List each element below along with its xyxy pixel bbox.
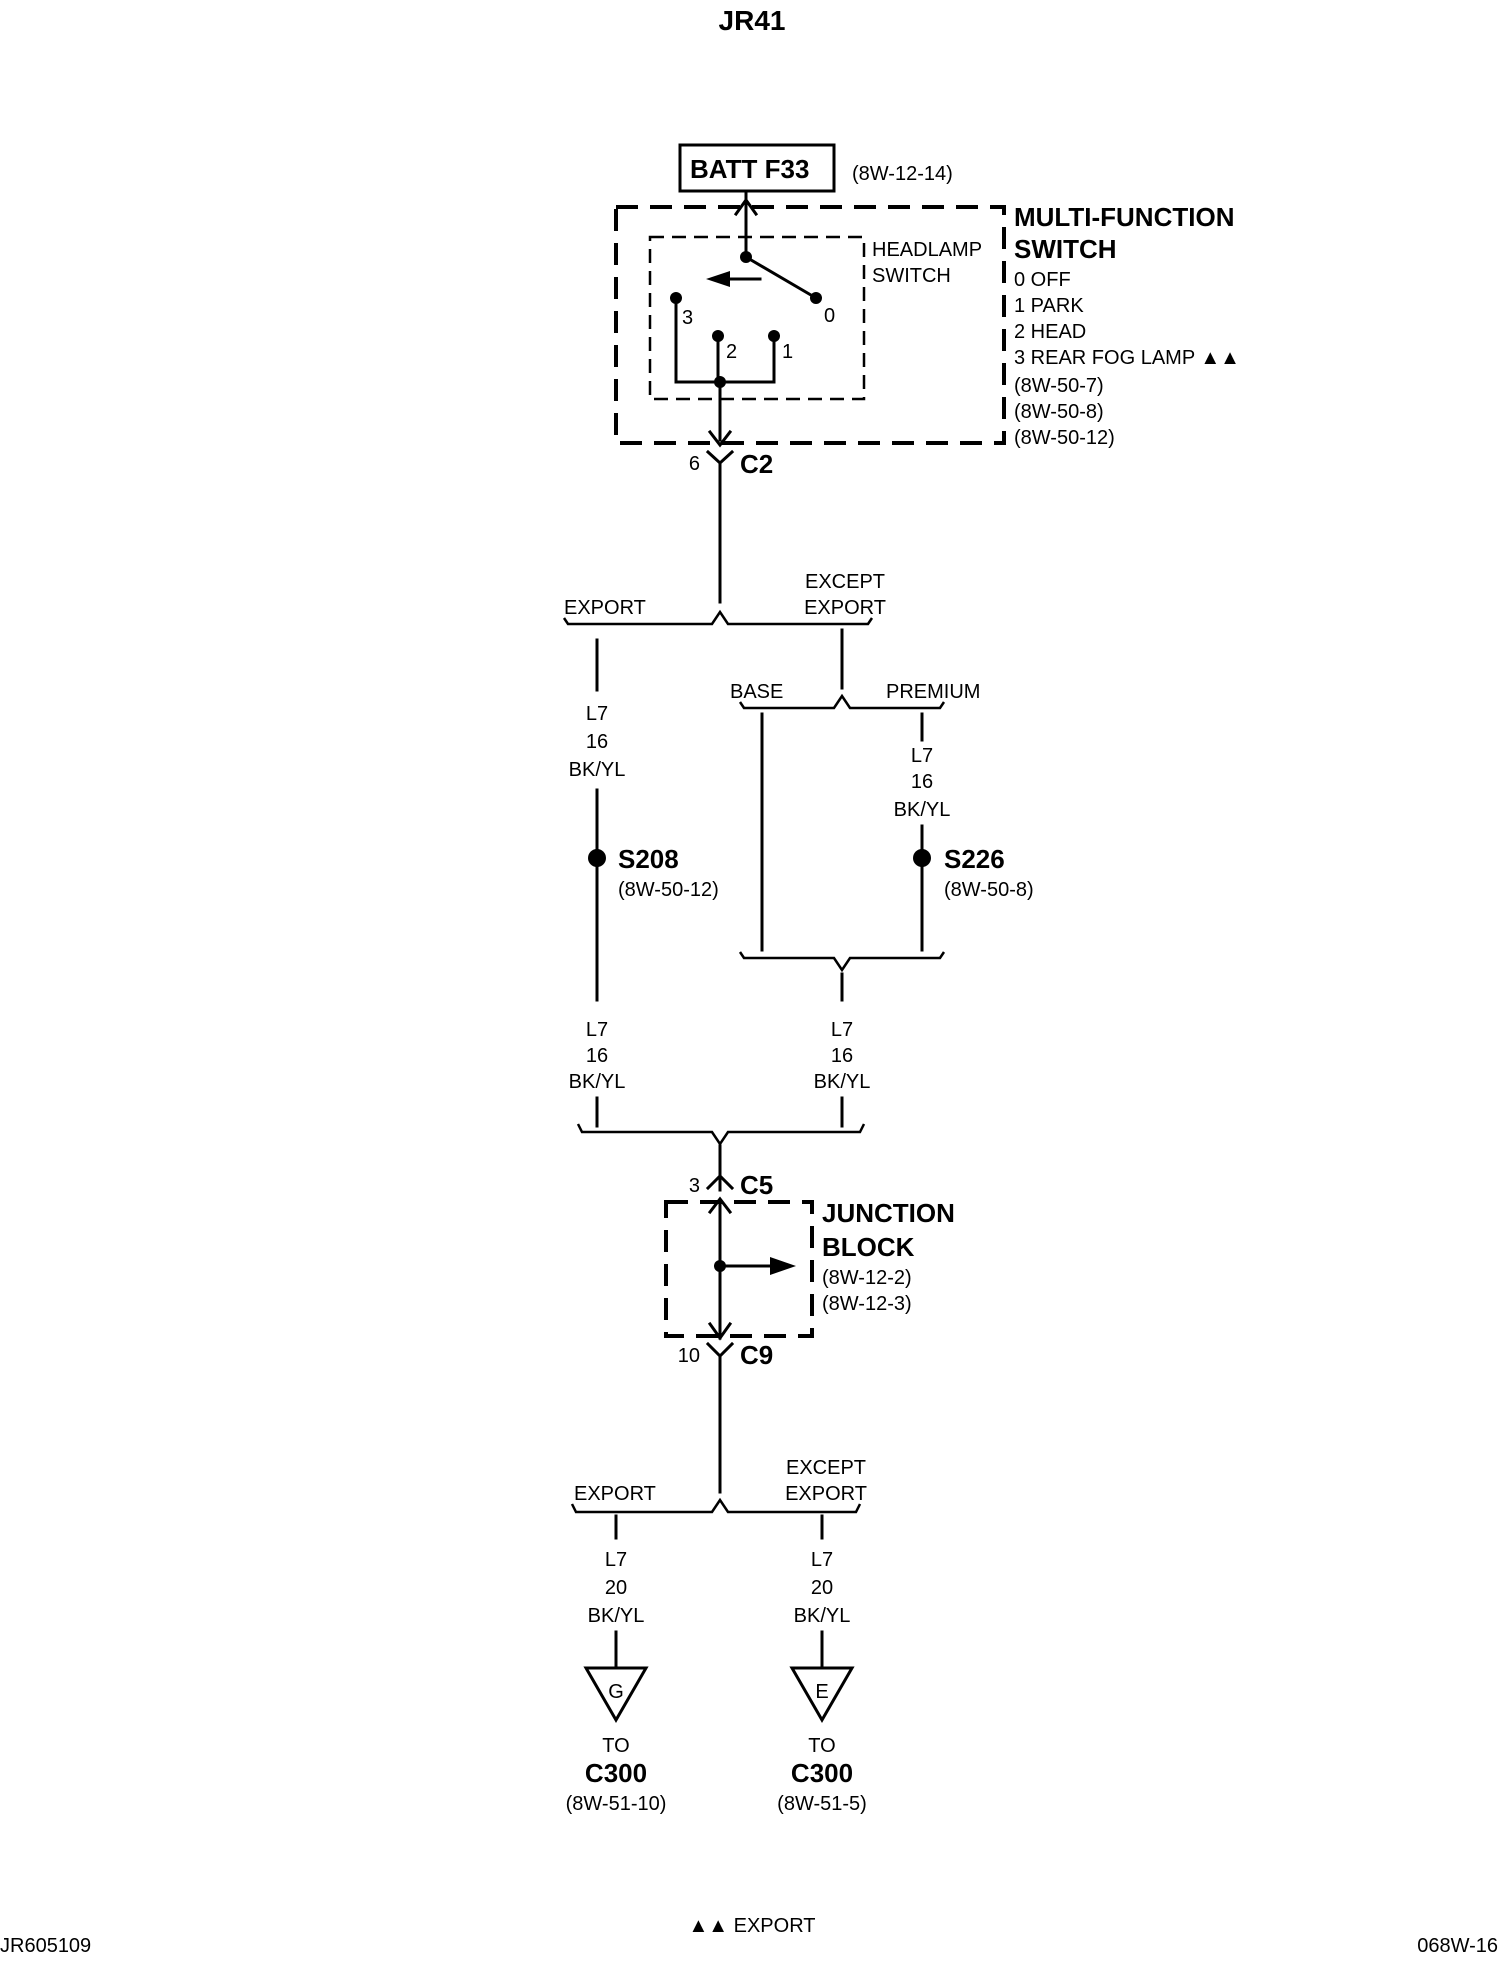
wire-gauge-except: 16 xyxy=(831,1045,853,1067)
destination-e-to: TO xyxy=(808,1735,835,1757)
c5-pin: 3 xyxy=(689,1175,700,1197)
multi-function-switch-outline xyxy=(614,205,1006,445)
junction-ref-2: (8W-12-3) xyxy=(822,1293,912,1315)
wire-circuit-lower-except: L7 xyxy=(811,1549,833,1571)
wire-circuit-export: L7 xyxy=(586,703,608,725)
switch-ref-2: (8W-50-8) xyxy=(1014,401,1104,423)
wire-color-export-2: BK/YL xyxy=(569,1071,626,1093)
wire-color-premium: BK/YL xyxy=(894,799,951,821)
c5-name: C5 xyxy=(740,1170,773,1200)
splice-s208-ref: (8W-50-12) xyxy=(618,879,719,901)
wire-color-export: BK/YL xyxy=(569,759,626,781)
upper-merge-bracket xyxy=(576,1123,866,1147)
switch-position-0: 0 OFF xyxy=(1014,269,1071,291)
c9-pin: 10 xyxy=(678,1345,700,1367)
wire-gauge-export-2: 16 xyxy=(586,1045,608,1067)
wire-circuit-premium: L7 xyxy=(911,745,933,767)
switch-pin-0: 0 xyxy=(824,305,835,327)
switch-name-line1: MULTI-FUNCTION xyxy=(1014,202,1234,232)
splice-s226-name: S226 xyxy=(944,844,1005,874)
wire-circuit-except: L7 xyxy=(831,1019,853,1041)
splice-s226-ref: (8W-50-8) xyxy=(944,879,1034,901)
destination-e-ref: (8W-51-5) xyxy=(777,1793,867,1815)
wire-color-except: BK/YL xyxy=(814,1071,871,1093)
base-premium-split-bracket xyxy=(738,693,946,710)
switch-ref-3: (8W-50-12) xyxy=(1014,427,1115,449)
c2-connector-symbol xyxy=(705,449,735,466)
junction-arrow-right xyxy=(770,1257,796,1275)
switch-pin-1: 1 xyxy=(782,341,793,363)
footer-center: ▲▲ EXPORT xyxy=(688,1915,815,1937)
headlamp-switch-label-2: SWITCH xyxy=(872,265,951,287)
branch-base: BASE xyxy=(730,681,783,703)
fuse-ref: (8W-12-14) xyxy=(852,163,953,185)
headlamp-switch-contacts xyxy=(670,189,822,388)
destination-e-letter: E xyxy=(815,1681,828,1703)
headlamp-switch-outline xyxy=(648,235,866,401)
splice-s208-name: S208 xyxy=(618,844,679,874)
page-title: JR41 xyxy=(719,5,786,36)
lower-split-bracket xyxy=(570,1497,862,1514)
wire-gauge-lower-export: 20 xyxy=(605,1577,627,1599)
destination-g-to: TO xyxy=(602,1735,629,1757)
switch-position-2: 2 HEAD xyxy=(1014,321,1086,343)
splice-s226 xyxy=(913,849,931,867)
footer-right: 068W-16 xyxy=(1417,1935,1498,1957)
branch-except-upper-1: EXCEPT xyxy=(805,571,885,593)
c9-name: C9 xyxy=(740,1340,773,1370)
wire-gauge-export: 16 xyxy=(586,731,608,753)
junction-arrow-down xyxy=(707,1321,733,1341)
upper-split-bracket xyxy=(562,609,874,626)
branch-export-lower: EXPORT xyxy=(574,1483,656,1505)
headlamp-switch-label-1: HEADLAMP xyxy=(872,239,982,261)
junction-name-1: JUNCTION xyxy=(822,1198,955,1228)
c9-connector-symbol xyxy=(705,1341,735,1359)
branch-premium: PREMIUM xyxy=(886,681,980,703)
footer-left: JR605109 xyxy=(0,1935,91,1957)
wire-circuit-export-2: L7 xyxy=(586,1019,608,1041)
switch-name-line2: SWITCH xyxy=(1014,234,1117,264)
destination-g-ref: (8W-51-10) xyxy=(566,1793,667,1815)
splice-s208 xyxy=(588,849,606,867)
destination-e-name: C300 xyxy=(791,1758,853,1788)
wire-color-lower-export: BK/YL xyxy=(588,1605,645,1627)
junction-block-outline xyxy=(664,1200,814,1338)
switch-pin-3: 3 xyxy=(682,307,693,329)
destination-g-triangle xyxy=(583,1666,649,1724)
switch-position-1: 1 PARK xyxy=(1014,295,1084,317)
branch-except-lower-1: EXCEPT xyxy=(786,1457,866,1479)
junction-name-2: BLOCK xyxy=(822,1232,915,1262)
junction-ref-1: (8W-12-2) xyxy=(822,1267,912,1289)
wire-circuit-lower-export: L7 xyxy=(605,1549,627,1571)
c5-connector-symbol xyxy=(705,1173,735,1191)
destination-g-letter: G xyxy=(608,1681,624,1703)
base-premium-merge-bracket xyxy=(738,951,946,973)
destination-g-name: C300 xyxy=(585,1758,647,1788)
branch-export-upper: EXPORT xyxy=(564,597,646,619)
fuse-box xyxy=(678,143,836,193)
switch-ref-1: (8W-50-7) xyxy=(1014,375,1104,397)
wire-color-lower-except: BK/YL xyxy=(794,1605,851,1627)
switch-pin-2: 2 xyxy=(726,341,737,363)
switch-position-3: 3 REAR FOG LAMP ▲▲ xyxy=(1014,347,1240,369)
c2-pin: 6 xyxy=(689,453,700,475)
c2-name: C2 xyxy=(740,449,773,479)
destination-e-triangle xyxy=(789,1666,855,1724)
c2-arrow xyxy=(707,429,733,448)
branch-except-upper-2: EXPORT xyxy=(804,597,886,619)
wire-gauge-premium: 16 xyxy=(911,771,933,793)
branch-except-lower-2: EXPORT xyxy=(785,1483,867,1505)
fuse-label: BATT F33 xyxy=(690,154,809,184)
wire-gauge-lower-except: 20 xyxy=(811,1577,833,1599)
